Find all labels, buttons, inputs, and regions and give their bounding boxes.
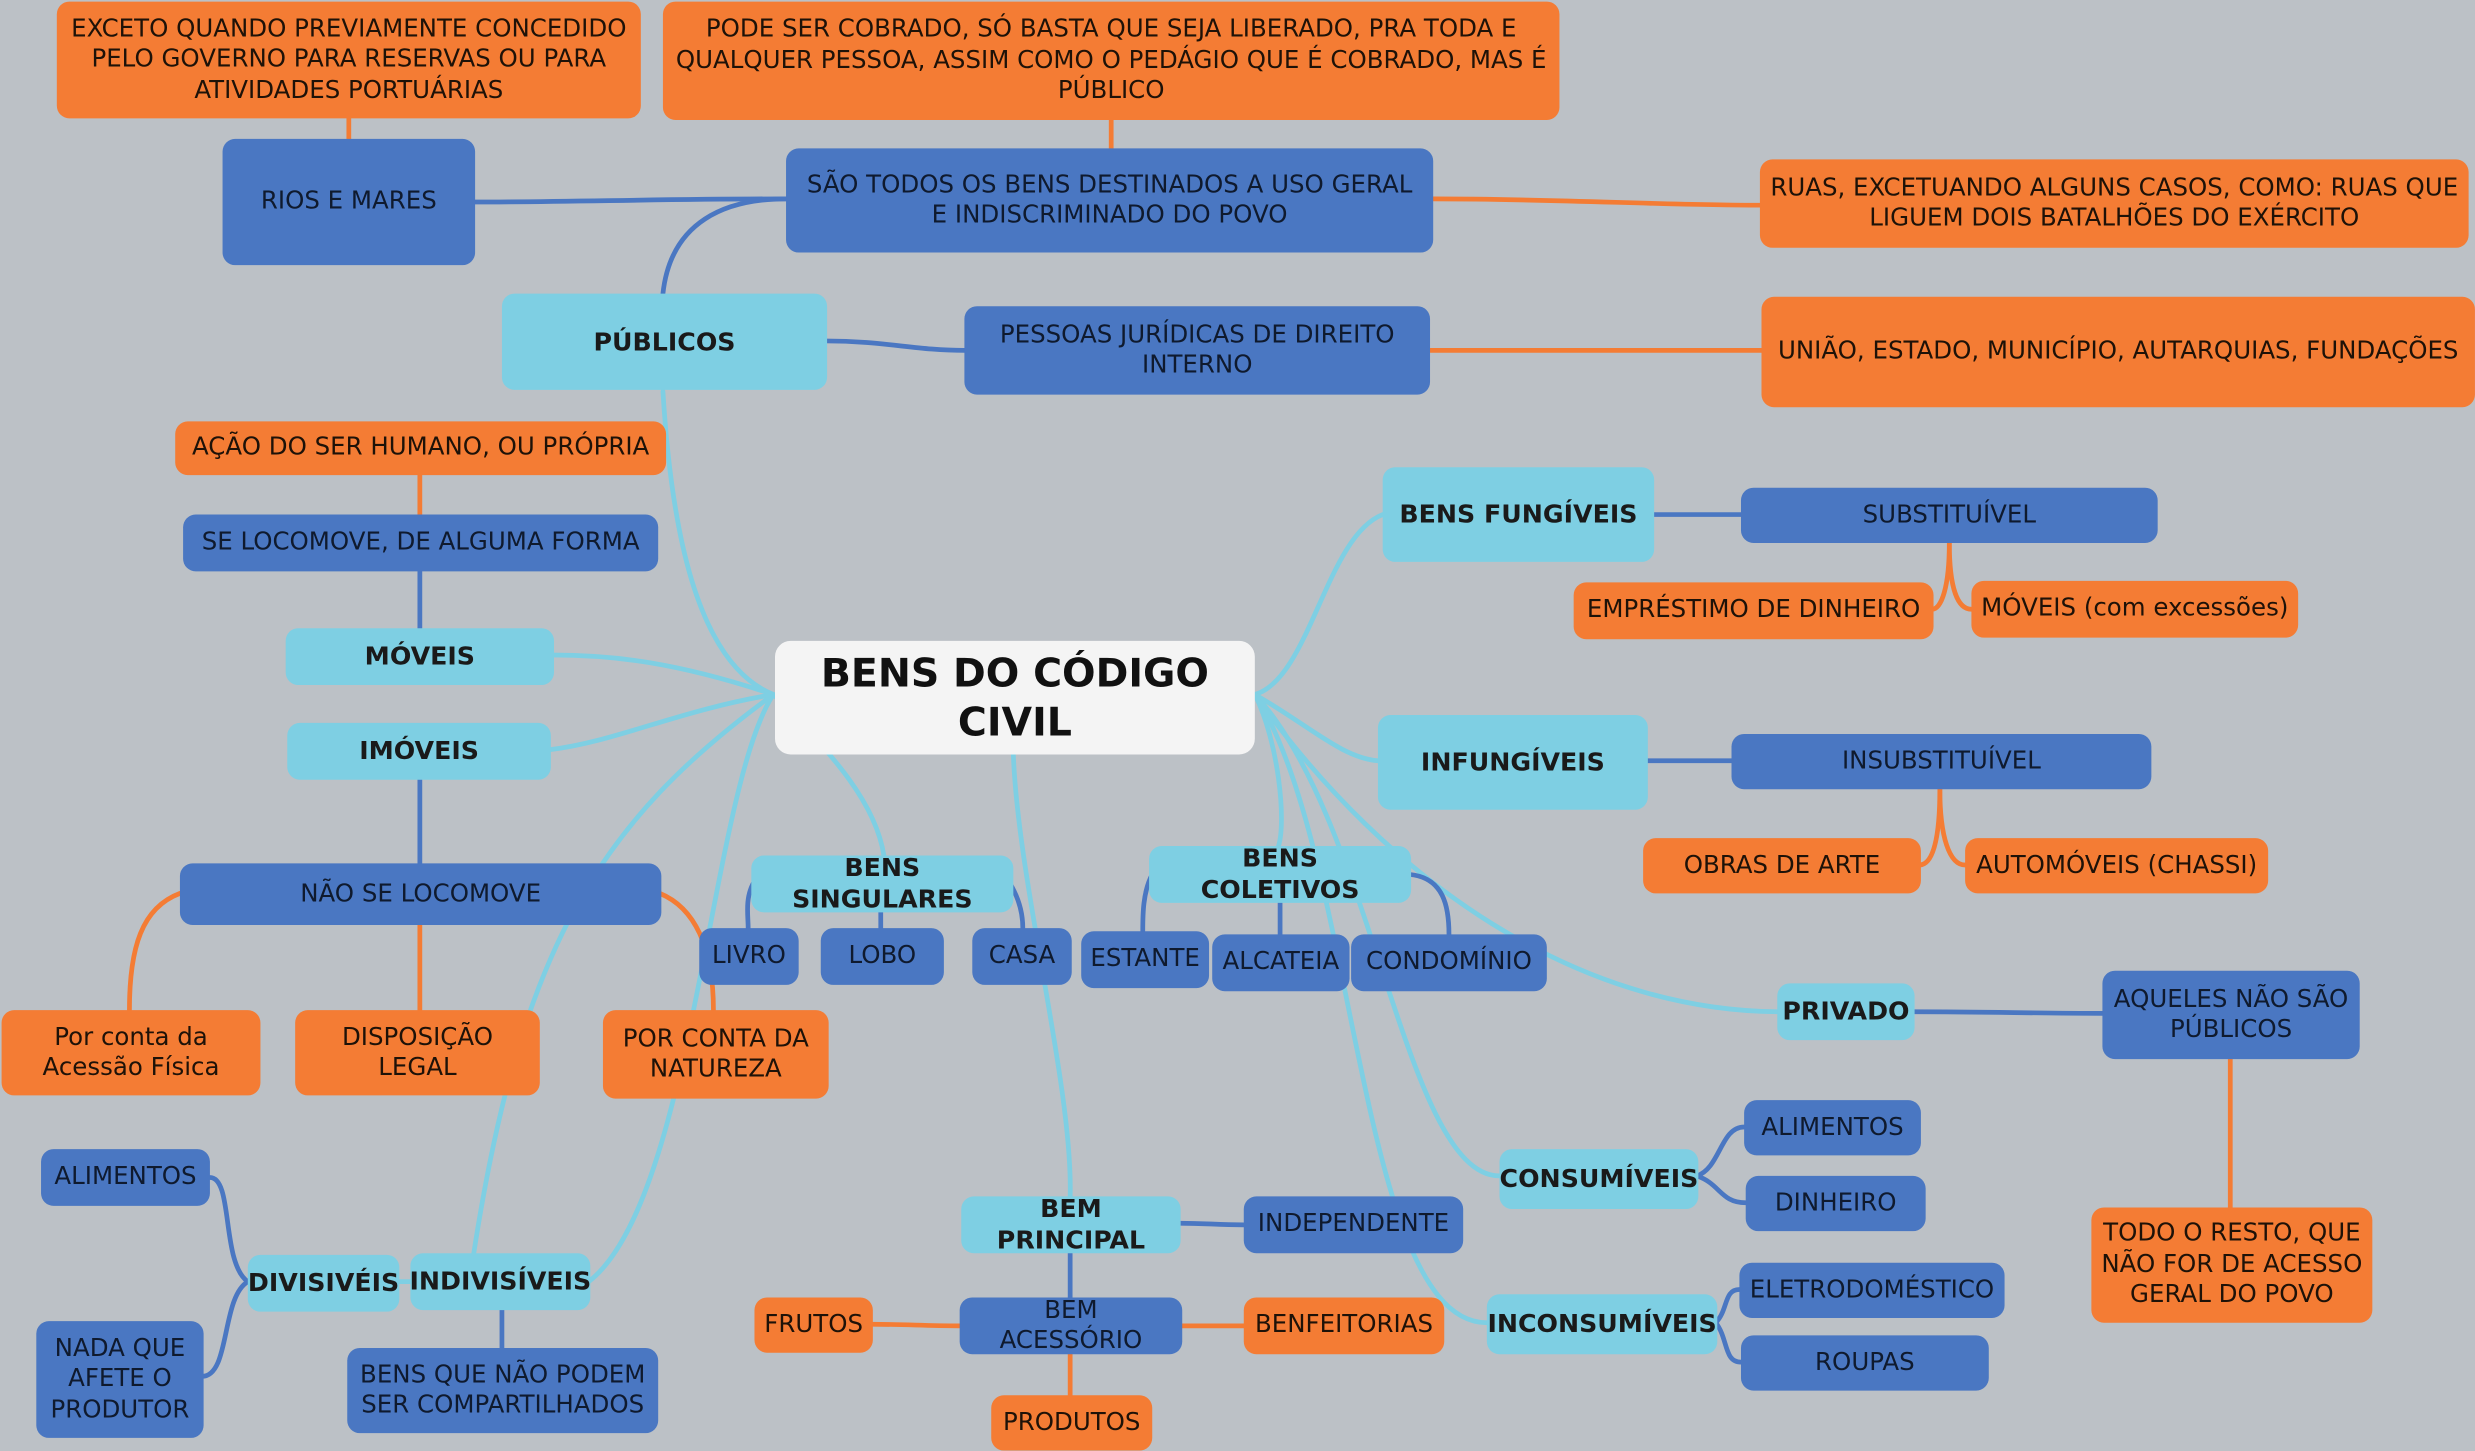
subtopic-inconsumiveis[interactable]: INCONSUMÍVEIS xyxy=(1486,1294,1718,1355)
node-pessoas-juridicas[interactable]: PESSOAS JURÍDICAS DE DIREITO INTERNO xyxy=(964,306,1431,395)
node-acessao-fisica[interactable]: Por conta da Acessão Física xyxy=(1,1010,261,1096)
subtopic-indivisiveis[interactable]: INDIVISÍVEIS xyxy=(409,1253,591,1311)
link-root-inconsumiveis xyxy=(1252,692,1490,1326)
node-dinheiro[interactable]: DINHEIRO xyxy=(1745,1175,1926,1232)
link-root-infungiveis xyxy=(1252,692,1381,764)
node-eletrodomestico[interactable]: ELETRODOMÉSTICO xyxy=(1739,1262,2005,1318)
node-por-conta-natureza[interactable]: POR CONTA DA NATUREZA xyxy=(602,1010,829,1099)
node-nao-se-locomove[interactable]: NÃO SE LOCOMOVE xyxy=(179,863,662,925)
node-insubstituivel[interactable]: INSUBSTITUÍVEL xyxy=(1731,733,2152,790)
link-cons-alimentos xyxy=(1694,1124,1747,1179)
root-topic[interactable]: BENS DO CÓDIGO CIVIL xyxy=(774,640,1255,755)
link-divis-nada xyxy=(199,1279,251,1379)
node-todo-o-resto[interactable]: TODO O RESTO, QUE NÃO FOR DE ACESSO GERA… xyxy=(2091,1207,2373,1323)
link-root-indivisiveis-b xyxy=(586,692,776,1285)
link-privado-aqueles xyxy=(1910,1009,2105,1016)
link-root-fungiveis xyxy=(1252,512,1386,697)
node-obras-de-arte[interactable]: OBRAS DE ARTE xyxy=(1643,838,1921,894)
node-alimentos-divisiveis[interactable]: ALIMENTOS xyxy=(41,1149,210,1206)
link-divis-alimentos xyxy=(207,1175,251,1285)
subtopic-bens-singulares[interactable]: BENS SINGULARES xyxy=(751,852,1014,914)
link-subst-emprestimo xyxy=(1929,540,1952,612)
link-col-condominio xyxy=(1407,872,1452,937)
node-benfeitorias[interactable]: BENFEITORIAS xyxy=(1243,1297,1445,1355)
node-se-locomove[interactable]: SE LOCOMOVE, DE ALGUMA FORMA xyxy=(183,514,659,572)
link-nao-natureza xyxy=(657,891,716,1013)
link-cons-dinheiro xyxy=(1694,1173,1749,1206)
node-acao-ser-humano[interactable]: AÇÃO DO SER HUMANO, OU PRÓPRIA xyxy=(175,421,667,476)
subtopic-bens-coletivos[interactable]: BENS COLETIVOS xyxy=(1149,843,1412,904)
link-principal-independente xyxy=(1176,1220,1247,1228)
node-disposicao-legal[interactable]: DISPOSIÇÃO LEGAL xyxy=(295,1010,540,1096)
node-moveis-excessoes[interactable]: MÓVEIS (com excessões) xyxy=(1971,580,2299,638)
node-casa[interactable]: CASA xyxy=(972,928,1072,985)
node-automoveis[interactable]: AUTOMÓVEIS (CHASSI) xyxy=(1965,838,2269,894)
subtopic-publicos[interactable]: PÚBLICOS xyxy=(501,293,828,390)
node-aqueles-nao-publicos[interactable]: AQUELES NÃO SÃO PÚBLICOS xyxy=(2102,970,2360,1060)
node-bem-acessorio[interactable]: BEM ACESSÓRIO xyxy=(959,1295,1183,1355)
node-rios-mares[interactable]: RIOS E MARES xyxy=(222,138,476,266)
link-publicos-uso-geral xyxy=(660,196,789,296)
link-root-coletivos xyxy=(1252,692,1284,849)
link-root-publicos xyxy=(660,389,776,697)
link-uso-rios xyxy=(471,196,789,205)
subtopic-consumiveis[interactable]: CONSUMÍVEIS xyxy=(1499,1149,1699,1210)
link-sing-livro xyxy=(745,881,756,931)
node-exceto-governo[interactable]: EXCETO QUANDO PREVIAMENTE CONCEDIDO PELO… xyxy=(56,1,641,119)
node-uniao-estado[interactable]: UNIÃO, ESTADO, MUNICÍPIO, AUTARQUIAS, FU… xyxy=(1761,296,2475,408)
node-emprestimo-dinheiro[interactable]: EMPRÉSTIMO DE DINHEIRO xyxy=(1573,582,1934,640)
link-uso-ruas xyxy=(1430,196,1763,208)
link-incons-roupas xyxy=(1713,1320,1744,1365)
node-independente[interactable]: INDEPENDENTE xyxy=(1243,1196,1464,1254)
link-root-moveis xyxy=(550,652,776,697)
subtopic-moveis[interactable]: MÓVEIS xyxy=(285,628,555,686)
node-bens-nao-compartilhados[interactable]: BENS QUE NÃO PODEM SER COMPARTILHADOS xyxy=(347,1347,659,1434)
node-roupas[interactable]: ROUPAS xyxy=(1740,1335,1989,1391)
link-insubst-obras xyxy=(1916,786,1943,868)
node-produtos[interactable]: PRODUTOS xyxy=(991,1395,1153,1451)
link-publicos-pessoas xyxy=(823,338,967,353)
node-uso-geral[interactable]: SÃO TODOS OS BENS DESTINADOS A USO GERAL… xyxy=(786,148,1434,253)
node-estante[interactable]: ESTANTE xyxy=(1081,931,1210,989)
link-root-imoveis xyxy=(546,692,776,753)
subtopic-imoveis[interactable]: IMÓVEIS xyxy=(287,722,551,780)
subtopic-bem-principal[interactable]: BEM PRINCIPAL xyxy=(961,1193,1181,1255)
link-incons-eletro xyxy=(1713,1287,1742,1326)
node-ruas[interactable]: RUAS, EXCETUANDO ALGUNS CASOS, COMO: RUA… xyxy=(1759,159,2469,248)
node-frutos[interactable]: FRUTOS xyxy=(754,1297,873,1353)
link-nao-acessao xyxy=(127,891,183,1013)
node-substituivel[interactable]: SUBSTITUÍVEL xyxy=(1740,487,2158,543)
node-lobo[interactable]: LOBO xyxy=(820,928,944,985)
subtopic-infungiveis[interactable]: INFUNGÍVEIS xyxy=(1377,715,1648,810)
link-insubst-auto xyxy=(1937,786,1968,868)
link-subst-moveis xyxy=(1946,540,1974,612)
link-root-privado xyxy=(1252,692,1780,1015)
subtopic-bens-fungiveis[interactable]: BENS FUNGÍVEIS xyxy=(1382,467,1655,562)
node-livro[interactable]: LIVRO xyxy=(699,928,799,985)
node-nada-que-afete[interactable]: NADA QUE AFETE O PRODUTOR xyxy=(36,1321,204,1438)
node-alcateia[interactable]: ALCATEIA xyxy=(1212,934,1350,992)
node-alimentos-consumiveis[interactable]: ALIMENTOS xyxy=(1744,1100,1921,1156)
subtopic-divisiveis[interactable]: DIVISIVÉIS xyxy=(247,1254,400,1312)
link-acessorio-frutos xyxy=(868,1321,963,1329)
subtopic-privado[interactable]: PRIVADO xyxy=(1777,983,1915,1041)
node-pode-ser-cobrado[interactable]: PODE SER COBRADO, SÓ BASTA QUE SEJA LIBE… xyxy=(662,1,1560,120)
node-condominio[interactable]: CONDOMÍNIO xyxy=(1351,934,1547,992)
